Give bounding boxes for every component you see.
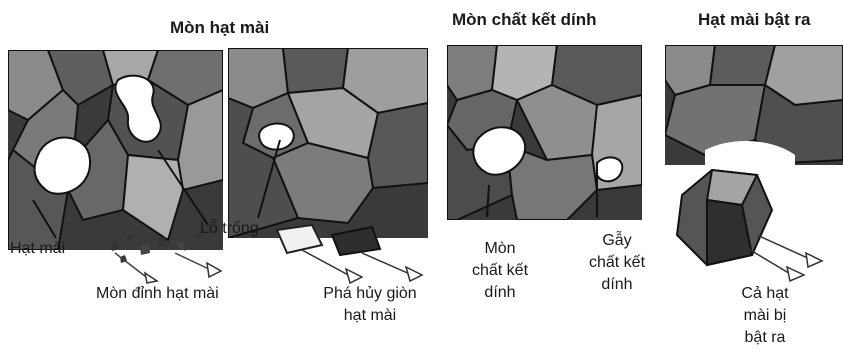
label-bond-break: Gẫy chất kết dính	[572, 230, 662, 296]
title-bond-wear: Mòn chất kết dính	[452, 10, 597, 30]
label-line: bật ra	[720, 327, 810, 349]
label-brittle-fracture: Phá hủy giòn hạt mài	[300, 283, 440, 327]
title-grain-wear: Mòn hạt mài	[170, 18, 269, 38]
pore-shape	[259, 124, 294, 150]
panel-bond-wear	[447, 45, 642, 220]
label-abrasive-grain: Hạt mài	[10, 238, 65, 260]
pore-shape	[597, 157, 622, 181]
panel-grain-pullout-top	[665, 45, 843, 165]
title-grain-pullout: Hạt mài bật ra	[698, 10, 810, 30]
label-line: Cả hạt	[720, 283, 810, 305]
label-tip-wear: Mòn đỉnh hạt mài	[96, 283, 219, 305]
label-line: dính	[572, 274, 662, 296]
panel-pulled-out-grain	[672, 165, 832, 285]
label-line: Gẫy	[572, 230, 662, 252]
label-line: Mòn	[450, 238, 550, 260]
label-line: hạt mài	[300, 305, 440, 327]
fractured-grain-pieces	[262, 215, 432, 290]
label-line: chất kết	[450, 260, 550, 282]
label-line: Phá hủy giòn	[300, 283, 440, 305]
label-line: chất kết	[572, 252, 662, 274]
label-bond-wear: Mòn chất kết dính	[450, 238, 550, 304]
panel-grain-fracture	[228, 48, 428, 238]
pointer-line	[757, 235, 812, 260]
label-line: mài bị	[720, 305, 810, 327]
panel-grain-wear-tip	[8, 50, 223, 250]
label-line: dính	[450, 282, 550, 304]
pointer-line	[742, 245, 792, 275]
label-pore: Lỗ trống	[200, 218, 259, 240]
label-whole-grain-pullout: Cả hạt mài bị bật ra	[720, 283, 810, 349]
